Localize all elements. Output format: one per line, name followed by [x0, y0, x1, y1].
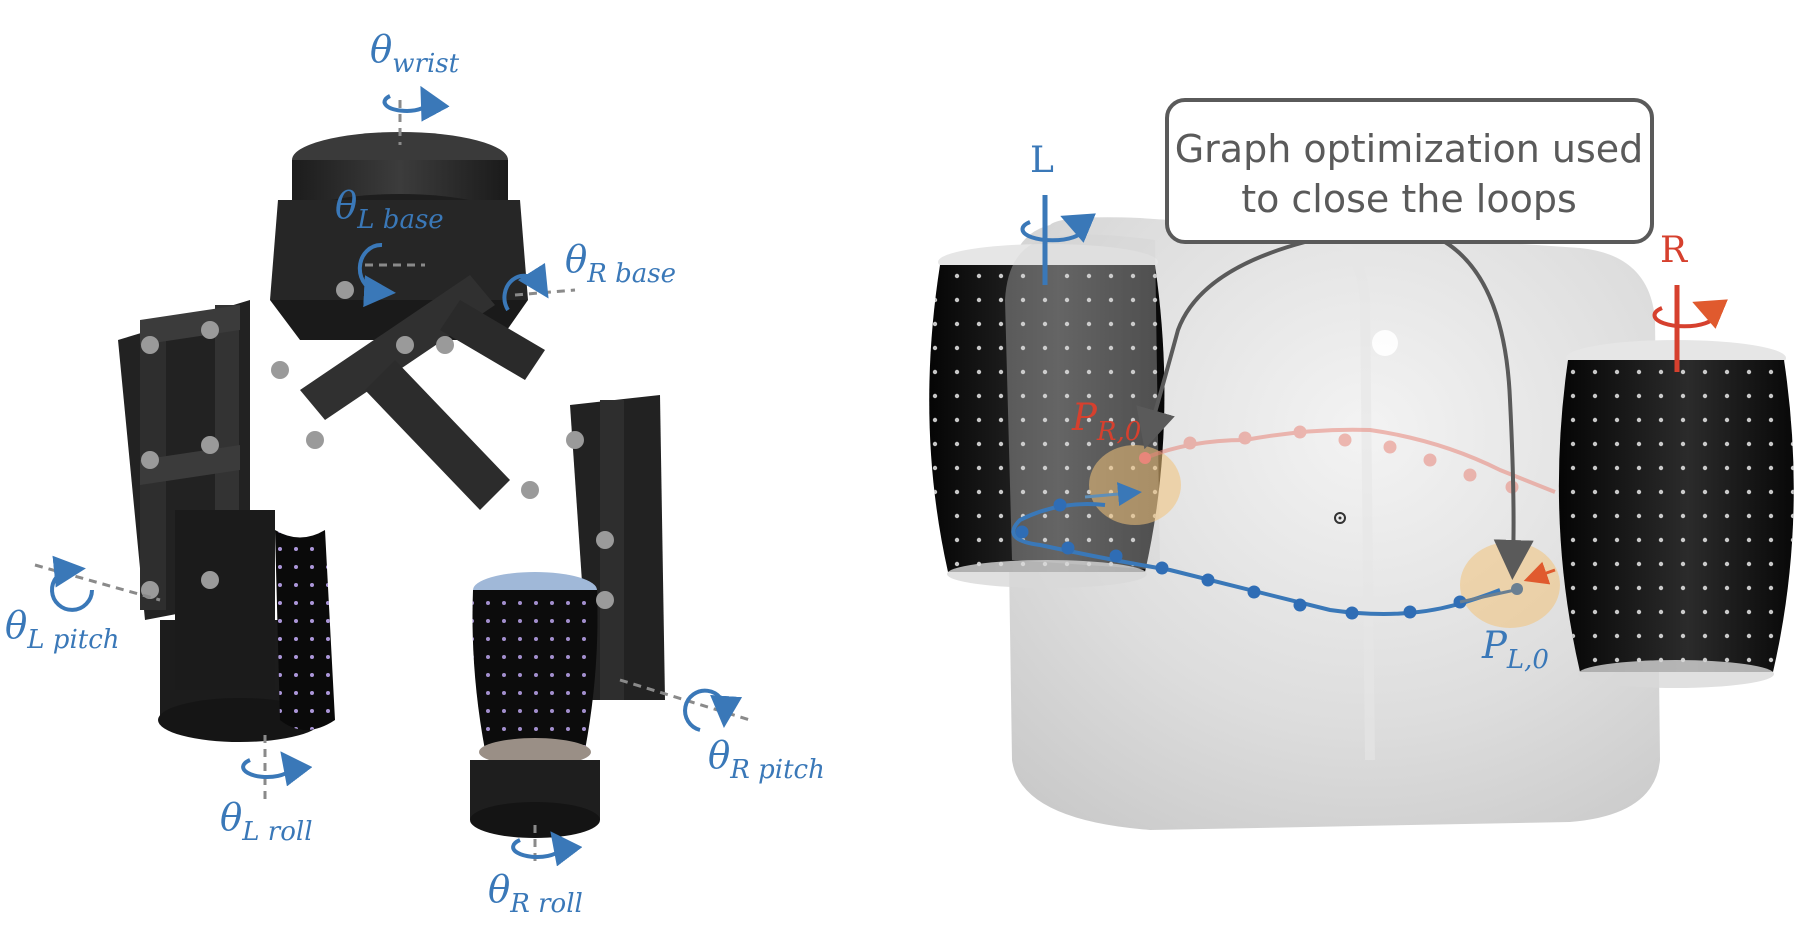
label-theta-r-base: θR base: [565, 238, 676, 289]
r-roll-rotation-icon: [511, 831, 583, 867]
l-roll-rotation-icon: [241, 751, 313, 787]
gripper-render: [118, 132, 665, 838]
contact-highlight-r: [1089, 445, 1181, 525]
label-theta-l-pitch: θL pitch: [5, 604, 120, 655]
label-theta-l-base: θL base: [335, 184, 444, 235]
label-theta-wrist: θwrist: [370, 28, 460, 79]
finger-right-label: R: [1660, 230, 1688, 271]
r-pitch-rotation-icon: [683, 688, 743, 732]
label-p-r0: PR,0: [1071, 396, 1141, 447]
trajectory-l: [1011, 482, 1556, 620]
label-theta-r-roll: θR roll: [488, 868, 583, 919]
label-theta-r-pitch: θR pitch: [708, 734, 825, 785]
callout-arrow-right: [1443, 240, 1534, 580]
rotation-arrows: [50, 85, 743, 867]
contact-highlight-l: [1460, 542, 1560, 628]
point-r-marker: [1139, 452, 1151, 464]
finger-right-rotation-icon: [1652, 299, 1728, 329]
object-center-marker: [1334, 512, 1346, 524]
callout-arrow-left: [1136, 240, 1306, 450]
finger-right-axis: [1652, 285, 1728, 372]
finger-left-axis: [1020, 195, 1096, 285]
callout-line-1: Graph optimization used: [1175, 127, 1644, 171]
finger-left-label: L: [1030, 140, 1054, 181]
finger-left-rotation-icon: [1020, 213, 1096, 243]
l-base-rotation-icon: [357, 242, 396, 308]
callout-box: Graph optimization used to close the loo…: [1165, 98, 1654, 244]
r-base-rotation-icon: [502, 262, 549, 312]
finger-right: [1558, 340, 1794, 688]
callout-line-2: to close the loops: [1241, 177, 1577, 221]
l-pitch-rotation-icon: [50, 555, 94, 612]
wrist-rotation-icon: [382, 85, 450, 122]
label-theta-l-roll: θL roll: [220, 796, 313, 847]
label-p-l0: PL,0: [1481, 624, 1549, 675]
